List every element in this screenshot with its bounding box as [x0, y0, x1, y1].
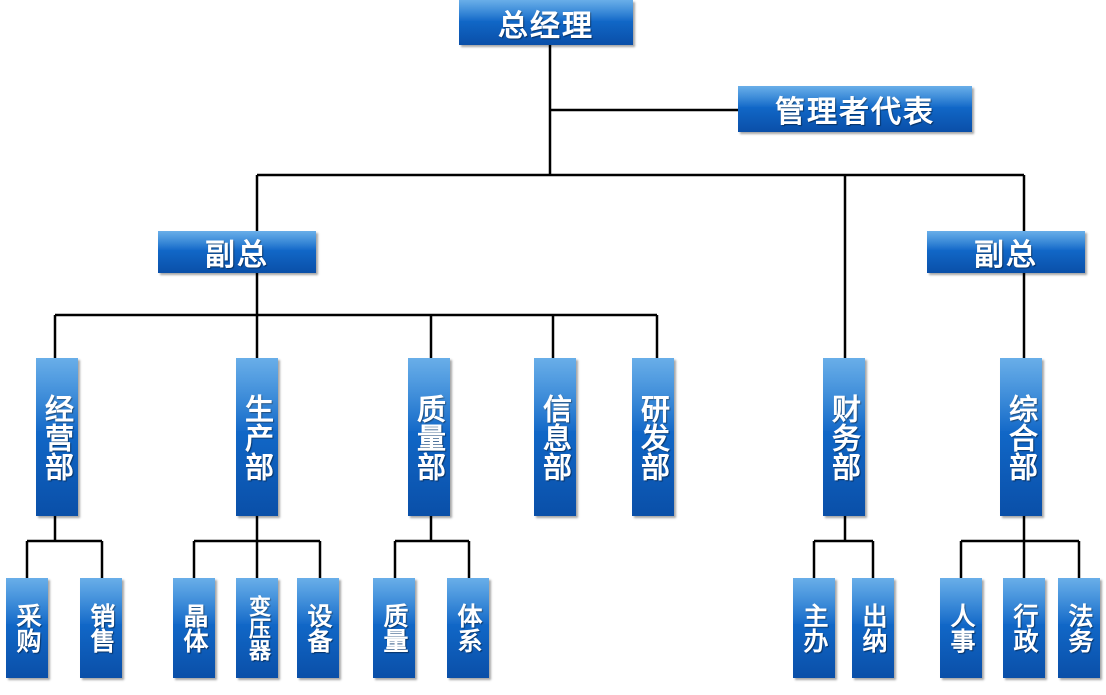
vice-president-right-box: 副总 — [927, 231, 1085, 273]
management-representative-box: 管理者代表 — [738, 86, 972, 132]
section-equipment-box: 设备 — [297, 578, 339, 678]
section-crystal-box: 晶体 — [173, 578, 215, 678]
section-quality-box: 质量 — [373, 578, 415, 678]
dept-info-box: 信息部 — [534, 358, 576, 516]
section-accounting-box: 主办 — [793, 578, 835, 678]
dept-production-box: 生产部 — [236, 358, 278, 516]
dept-business-box: 经营部 — [36, 358, 78, 516]
vice-president-left-box: 副总 — [158, 231, 316, 273]
section-sales-box: 销售 — [80, 578, 122, 678]
dept-quality-box: 质量部 — [408, 358, 450, 516]
section-legal-box: 法务 — [1058, 578, 1100, 678]
dept-rnd-box: 研发部 — [632, 358, 674, 516]
general-manager-box: 总经理 — [459, 0, 633, 45]
section-cashier-box: 出纳 — [852, 578, 894, 678]
section-transformer-box: 变压器 — [236, 578, 278, 678]
section-hr-box: 人事 — [940, 578, 982, 678]
section-purchasing-box: 采购 — [6, 578, 48, 678]
dept-finance-box: 财务部 — [823, 358, 865, 516]
section-system-box: 体系 — [447, 578, 489, 678]
section-admin-box: 行政 — [1003, 578, 1045, 678]
dept-general-affairs-box: 综合部 — [1000, 358, 1042, 516]
